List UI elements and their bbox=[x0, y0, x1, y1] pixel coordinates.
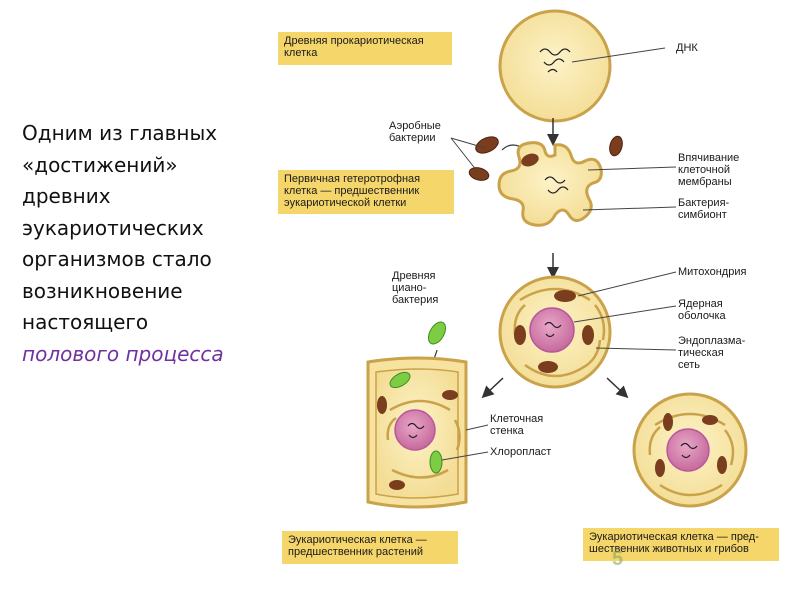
label-line: Митохондрия bbox=[678, 266, 747, 278]
label-line: тическая bbox=[678, 347, 724, 359]
aerobic-bacteria bbox=[468, 135, 623, 181]
primary-heterotroph-cell bbox=[497, 141, 603, 227]
cyanobacterium-label: Древняя циано- бактерия bbox=[392, 270, 438, 306]
label-line: Ядерная bbox=[678, 298, 723, 310]
label-line: Клеточная bbox=[490, 413, 544, 425]
label-line: ДНК bbox=[676, 42, 698, 54]
symbiont-bacterium-label: Бактерия- симбионт bbox=[678, 197, 729, 221]
mitochondrion-label: Митохондрия bbox=[678, 266, 746, 278]
endoplasmic-reticulum-label: Эндоплазма- тическая сеть bbox=[678, 335, 745, 371]
caption-line: Древняя прокариотическая bbox=[284, 35, 424, 47]
main-text: Одним из главных «достижений» древних эу… bbox=[22, 118, 284, 370]
label-line: мембраны bbox=[678, 176, 732, 188]
label-line: симбионт bbox=[678, 209, 727, 221]
main-text-line: организмов стало bbox=[22, 247, 212, 271]
label-line: сеть bbox=[678, 359, 701, 371]
cell-wall-label: Клеточная стенка bbox=[490, 413, 543, 437]
label-line: Древняя bbox=[392, 270, 436, 282]
membrane-invagination-label: Впячивание клеточной мембраны bbox=[678, 152, 739, 188]
animal-precursor-cell bbox=[632, 392, 748, 508]
plant-precursor-caption: Эукариотическая клетка — предшественник … bbox=[282, 531, 458, 564]
label-line: бактерии bbox=[389, 132, 436, 144]
nuclear-envelope-label: Ядерная оболочка bbox=[678, 298, 726, 322]
watermark-logo: 5 bbox=[612, 548, 624, 570]
caption-line: предшественник растений bbox=[288, 546, 423, 558]
early-eukaryote-cell bbox=[498, 275, 612, 389]
ancient-prokaryote-caption: Древняя прокариотическая клетка bbox=[278, 32, 452, 65]
primary-heterotroph-caption: Первичная гетеротрофная клетка — предшес… bbox=[278, 170, 454, 214]
label-line: Аэробные bbox=[389, 120, 441, 132]
main-text-line: возникновение bbox=[22, 278, 183, 303]
caption-line: Первичная гетеротрофная bbox=[284, 173, 421, 185]
animal-fungi-precursor-caption: Эукариотическая клетка — пред- шественни… bbox=[583, 528, 779, 561]
cyanobacterium bbox=[427, 321, 447, 345]
main-text-accent: полового процесса bbox=[22, 341, 224, 366]
prokaryote-cell bbox=[498, 9, 612, 123]
caption-line: клетка bbox=[284, 47, 318, 59]
aerobic-bacteria-label: Аэробные бактерии bbox=[389, 120, 441, 144]
dna-pointer bbox=[571, 47, 666, 63]
chloroplast-label: Хлоропласт bbox=[490, 446, 551, 458]
main-text-line: настоящего bbox=[22, 310, 149, 334]
plant-precursor-cell bbox=[366, 356, 468, 509]
caption-line: эукариотической клетки bbox=[284, 197, 407, 209]
main-text-line: эукариотических bbox=[22, 215, 204, 240]
main-text-line: Одним из главных bbox=[22, 121, 218, 145]
label-line: Хлоропласт bbox=[490, 446, 552, 458]
label-line: циано- bbox=[392, 282, 427, 294]
label-line: Впячивание bbox=[678, 152, 740, 164]
label-line: оболочка bbox=[678, 310, 726, 322]
dna-label: ДНК bbox=[676, 42, 698, 54]
caption-line: Эукариотическая клетка — bbox=[288, 534, 427, 546]
caption-line: шественник животных и грибов bbox=[589, 543, 749, 555]
label-line: бактерия bbox=[392, 294, 439, 306]
caption-line: клетка — предшественник bbox=[284, 185, 420, 197]
label-line: клеточной bbox=[678, 164, 730, 176]
label-line: Эндоплазма- bbox=[678, 335, 746, 347]
caption-line: Эукариотическая клетка — пред- bbox=[589, 531, 759, 543]
main-text-line: древних bbox=[22, 184, 111, 208]
label-line: Бактерия- bbox=[678, 197, 730, 209]
main-text-line: «достижений» bbox=[22, 152, 178, 177]
label-line: стенка bbox=[490, 425, 524, 437]
